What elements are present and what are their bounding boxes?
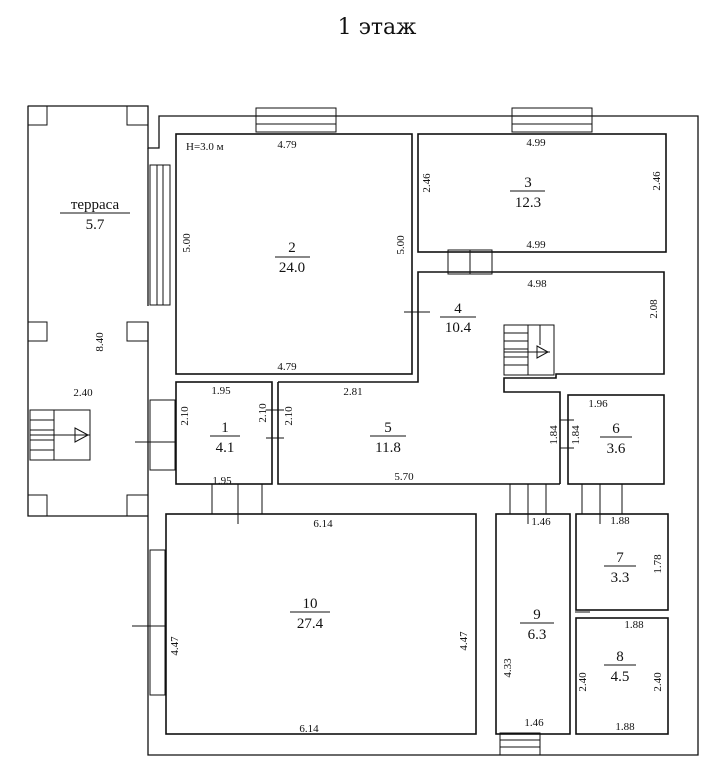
room-7-number: 7 xyxy=(616,550,624,566)
dim-r1-right: 2.10 xyxy=(257,403,269,423)
dim-r2-left: 5.00 xyxy=(181,233,193,253)
height-note: H=3.0 м xyxy=(186,141,224,153)
room-1-number: 1 xyxy=(221,420,229,436)
dim-r5-left: 2.10 xyxy=(283,406,295,426)
room-9-area: 6.3 xyxy=(528,627,547,643)
dim-r10-right: 4.47 xyxy=(458,631,470,651)
room-outlines xyxy=(165,133,669,735)
room-9 xyxy=(495,513,571,735)
dim-r5-bottom: 5.70 xyxy=(394,471,414,483)
dim-r10-left: 4.47 xyxy=(169,636,181,656)
dim-r7-bottom: 1.88 xyxy=(624,619,644,631)
doors xyxy=(211,249,623,613)
room-8-number: 8 xyxy=(616,649,624,665)
floor-title: 1 этаж xyxy=(338,15,417,40)
room-10-area: 27.4 xyxy=(297,616,324,632)
room-9-number: 9 xyxy=(533,607,541,623)
dim-r4-right: 2.08 xyxy=(648,299,660,319)
room-4-area: 10.4 xyxy=(445,320,472,336)
room-3 xyxy=(417,133,667,253)
room-8-area: 4.5 xyxy=(611,669,630,685)
dim-r4-bottom: 2.81 xyxy=(343,386,362,398)
dim-r3-top: 4.99 xyxy=(526,137,546,149)
room-10-number: 10 xyxy=(303,596,318,612)
room-2 xyxy=(175,133,413,375)
dim-r7-top: 1.88 xyxy=(610,515,630,527)
terrace-name: терраса xyxy=(71,197,120,213)
room-labels: 2 24.0 3 12.3 4 10.4 1 4.1 5 11.8 6 3.6 … xyxy=(71,175,630,685)
room-6-number: 6 xyxy=(612,421,620,437)
dim-r5-right: 1.84 xyxy=(548,425,560,445)
dim-r8-right: 2.40 xyxy=(652,672,664,692)
windows xyxy=(132,107,593,756)
room-6-area: 3.6 xyxy=(607,441,626,457)
room-5 xyxy=(277,374,560,485)
room-4-number: 4 xyxy=(454,301,462,317)
room-10 xyxy=(165,513,477,735)
dimension-labels: H=3.0 м 4.79 4.79 5.00 5.00 4.99 4.99 2.… xyxy=(73,137,664,735)
room-6 xyxy=(567,394,665,485)
room-5-area: 11.8 xyxy=(375,440,401,456)
terrace-stairs-icon xyxy=(29,409,91,461)
room-2-area: 24.0 xyxy=(279,260,305,276)
dim-r6-left: 1.84 xyxy=(570,425,582,445)
dim-r8-bottom: 1.88 xyxy=(615,721,635,733)
dim-r9-top: 1.46 xyxy=(531,516,551,528)
dim-r2-bottom: 4.79 xyxy=(277,361,297,373)
dim-terrace-width: 2.40 xyxy=(73,387,93,399)
dim-r4-top: 4.98 xyxy=(527,278,547,290)
room-2-number: 2 xyxy=(288,240,296,256)
dim-r3-right: 2.46 xyxy=(651,171,663,191)
room-4 xyxy=(417,271,665,484)
terrace-area: 5.7 xyxy=(86,217,105,233)
room-7-area: 3.3 xyxy=(611,570,630,586)
dim-r2-top: 4.79 xyxy=(277,139,297,151)
room-3-number: 3 xyxy=(524,175,532,191)
dim-r3-bottom: 4.99 xyxy=(526,239,546,251)
room-5-number: 5 xyxy=(384,420,392,436)
dim-terrace-length: 8.40 xyxy=(94,332,106,352)
dim-r8-left: 2.40 xyxy=(577,672,589,692)
dim-r1-left: 2.10 xyxy=(179,406,191,426)
dim-r3-left: 2.46 xyxy=(421,173,433,193)
room-1-area: 4.1 xyxy=(216,440,235,456)
interior-stairs-icon xyxy=(503,324,555,376)
outer-walls xyxy=(27,105,699,756)
room-8 xyxy=(575,617,669,735)
dim-r7-right: 1.78 xyxy=(652,554,664,574)
room-3-area: 12.3 xyxy=(515,195,541,211)
terrace-columns xyxy=(27,105,149,517)
dim-r10-bottom: 6.14 xyxy=(299,723,319,735)
dim-r9-bottom: 1.46 xyxy=(524,717,544,729)
dim-r9-left: 4.33 xyxy=(502,658,514,678)
dim-r6-top: 1.96 xyxy=(588,398,608,410)
dim-r10-top: 6.14 xyxy=(313,518,333,530)
dim-r1-bottom: 1.95 xyxy=(212,475,232,487)
dim-r2-right: 5.00 xyxy=(395,235,407,255)
label-fraction-lines xyxy=(60,190,636,666)
dim-r1-top: 1.95 xyxy=(211,385,231,397)
